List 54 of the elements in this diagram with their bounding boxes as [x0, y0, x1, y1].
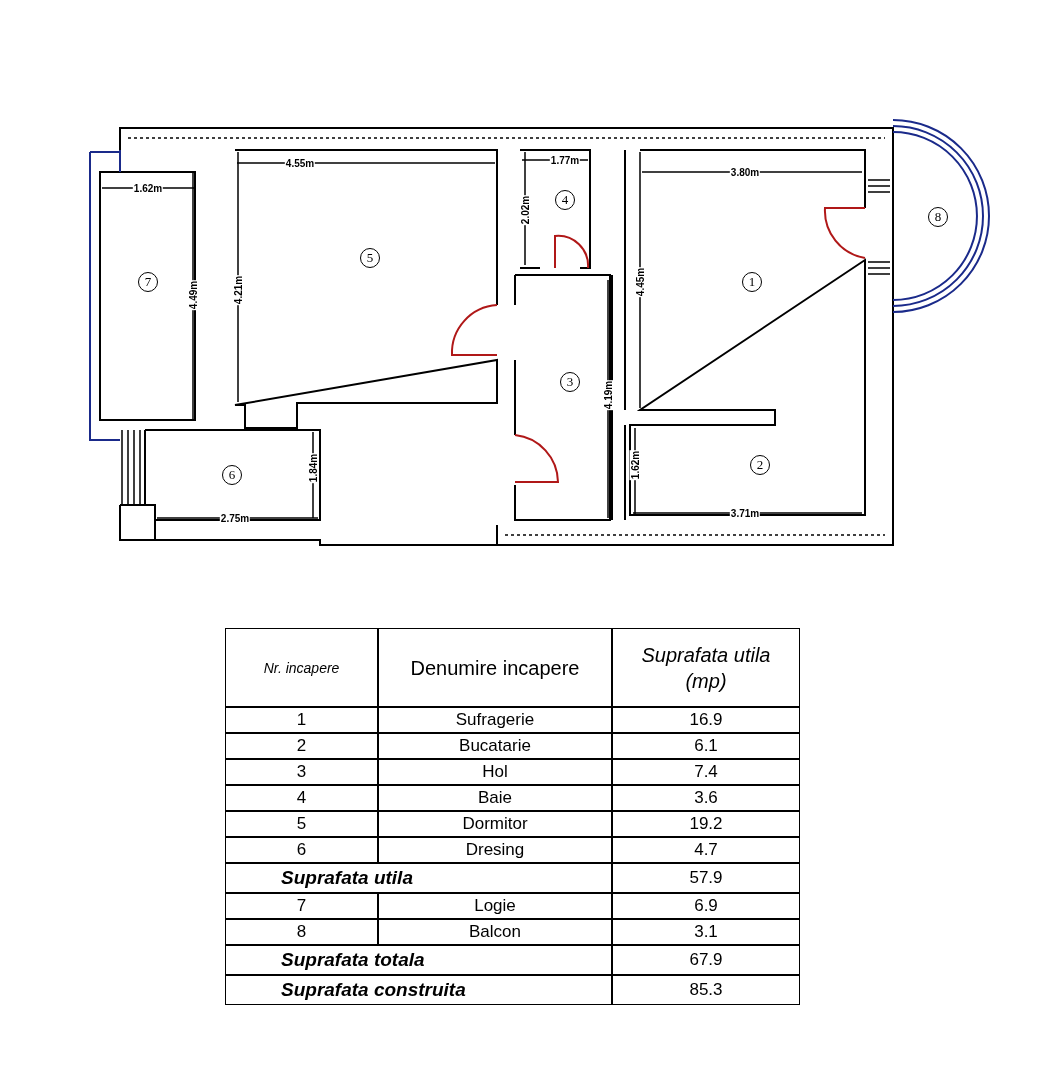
table-cell: 7.4	[612, 759, 800, 785]
header-cell: Suprafata utila (mp)	[612, 628, 800, 707]
table-cell: 16.9	[612, 707, 800, 733]
table-cell: 1	[225, 707, 378, 733]
table-cell: 6.1	[612, 733, 800, 759]
table-cell: Dresing	[378, 837, 612, 863]
callout-number: 4	[555, 190, 575, 210]
dimension-label: 4.21m	[232, 274, 244, 306]
table-cell: 2	[225, 733, 378, 759]
table-cell: 3	[225, 759, 378, 785]
table-cell: Balcon	[378, 919, 612, 945]
table-cell: Suprafata utila	[225, 863, 612, 893]
table-cell: Hol	[378, 759, 612, 785]
table-cell: 4.7	[612, 837, 800, 863]
table-cell: Dormitor	[378, 811, 612, 837]
dimension-label: 2.02m	[519, 194, 531, 226]
dimension-label: 1.62m	[629, 449, 641, 481]
callout-number: 8	[928, 207, 948, 227]
table-cell: Logie	[378, 893, 612, 919]
callout-number: 7	[138, 272, 158, 292]
table-cell: 57.9	[612, 863, 800, 893]
table-cell: Baie	[378, 785, 612, 811]
table-cell: Sufragerie	[378, 707, 612, 733]
dimension-label: 1.62m	[132, 182, 164, 194]
header-cell: Denumire incapere	[378, 628, 612, 707]
dimension-label: 3.71m	[729, 507, 761, 519]
table-cell: 19.2	[612, 811, 800, 837]
dimension-label: 2.75m	[219, 512, 251, 524]
table-cell: 6	[225, 837, 378, 863]
dimension-label: 1.84m	[307, 452, 319, 484]
table-cell: 4	[225, 785, 378, 811]
table-cell: 3.1	[612, 919, 800, 945]
table-cell: 67.9	[612, 945, 800, 975]
callout-number: 3	[560, 372, 580, 392]
table-cell: Suprafata construita	[225, 975, 612, 1005]
table-cell: 5	[225, 811, 378, 837]
table-cell: 8	[225, 919, 378, 945]
dimension-label: 4.49m	[187, 279, 199, 311]
table-cell: Bucatarie	[378, 733, 612, 759]
dimension-label: 3.80m	[729, 166, 761, 178]
table-cell: 85.3	[612, 975, 800, 1005]
dimension-label: 1.77m	[549, 154, 581, 166]
table-cell: 6.9	[612, 893, 800, 919]
callout-number: 5	[360, 248, 380, 268]
table-cell: 3.6	[612, 785, 800, 811]
table-cell: 7	[225, 893, 378, 919]
dimension-label: 4.45m	[634, 266, 646, 298]
dimension-label: 4.55m	[284, 157, 316, 169]
table-cell: Suprafata totala	[225, 945, 612, 975]
header-cell: Nr. incapere	[225, 628, 378, 707]
callout-number: 6	[222, 465, 242, 485]
callout-number: 2	[750, 455, 770, 475]
callout-number: 1	[742, 272, 762, 292]
dimension-label: 4.19m	[602, 379, 614, 411]
